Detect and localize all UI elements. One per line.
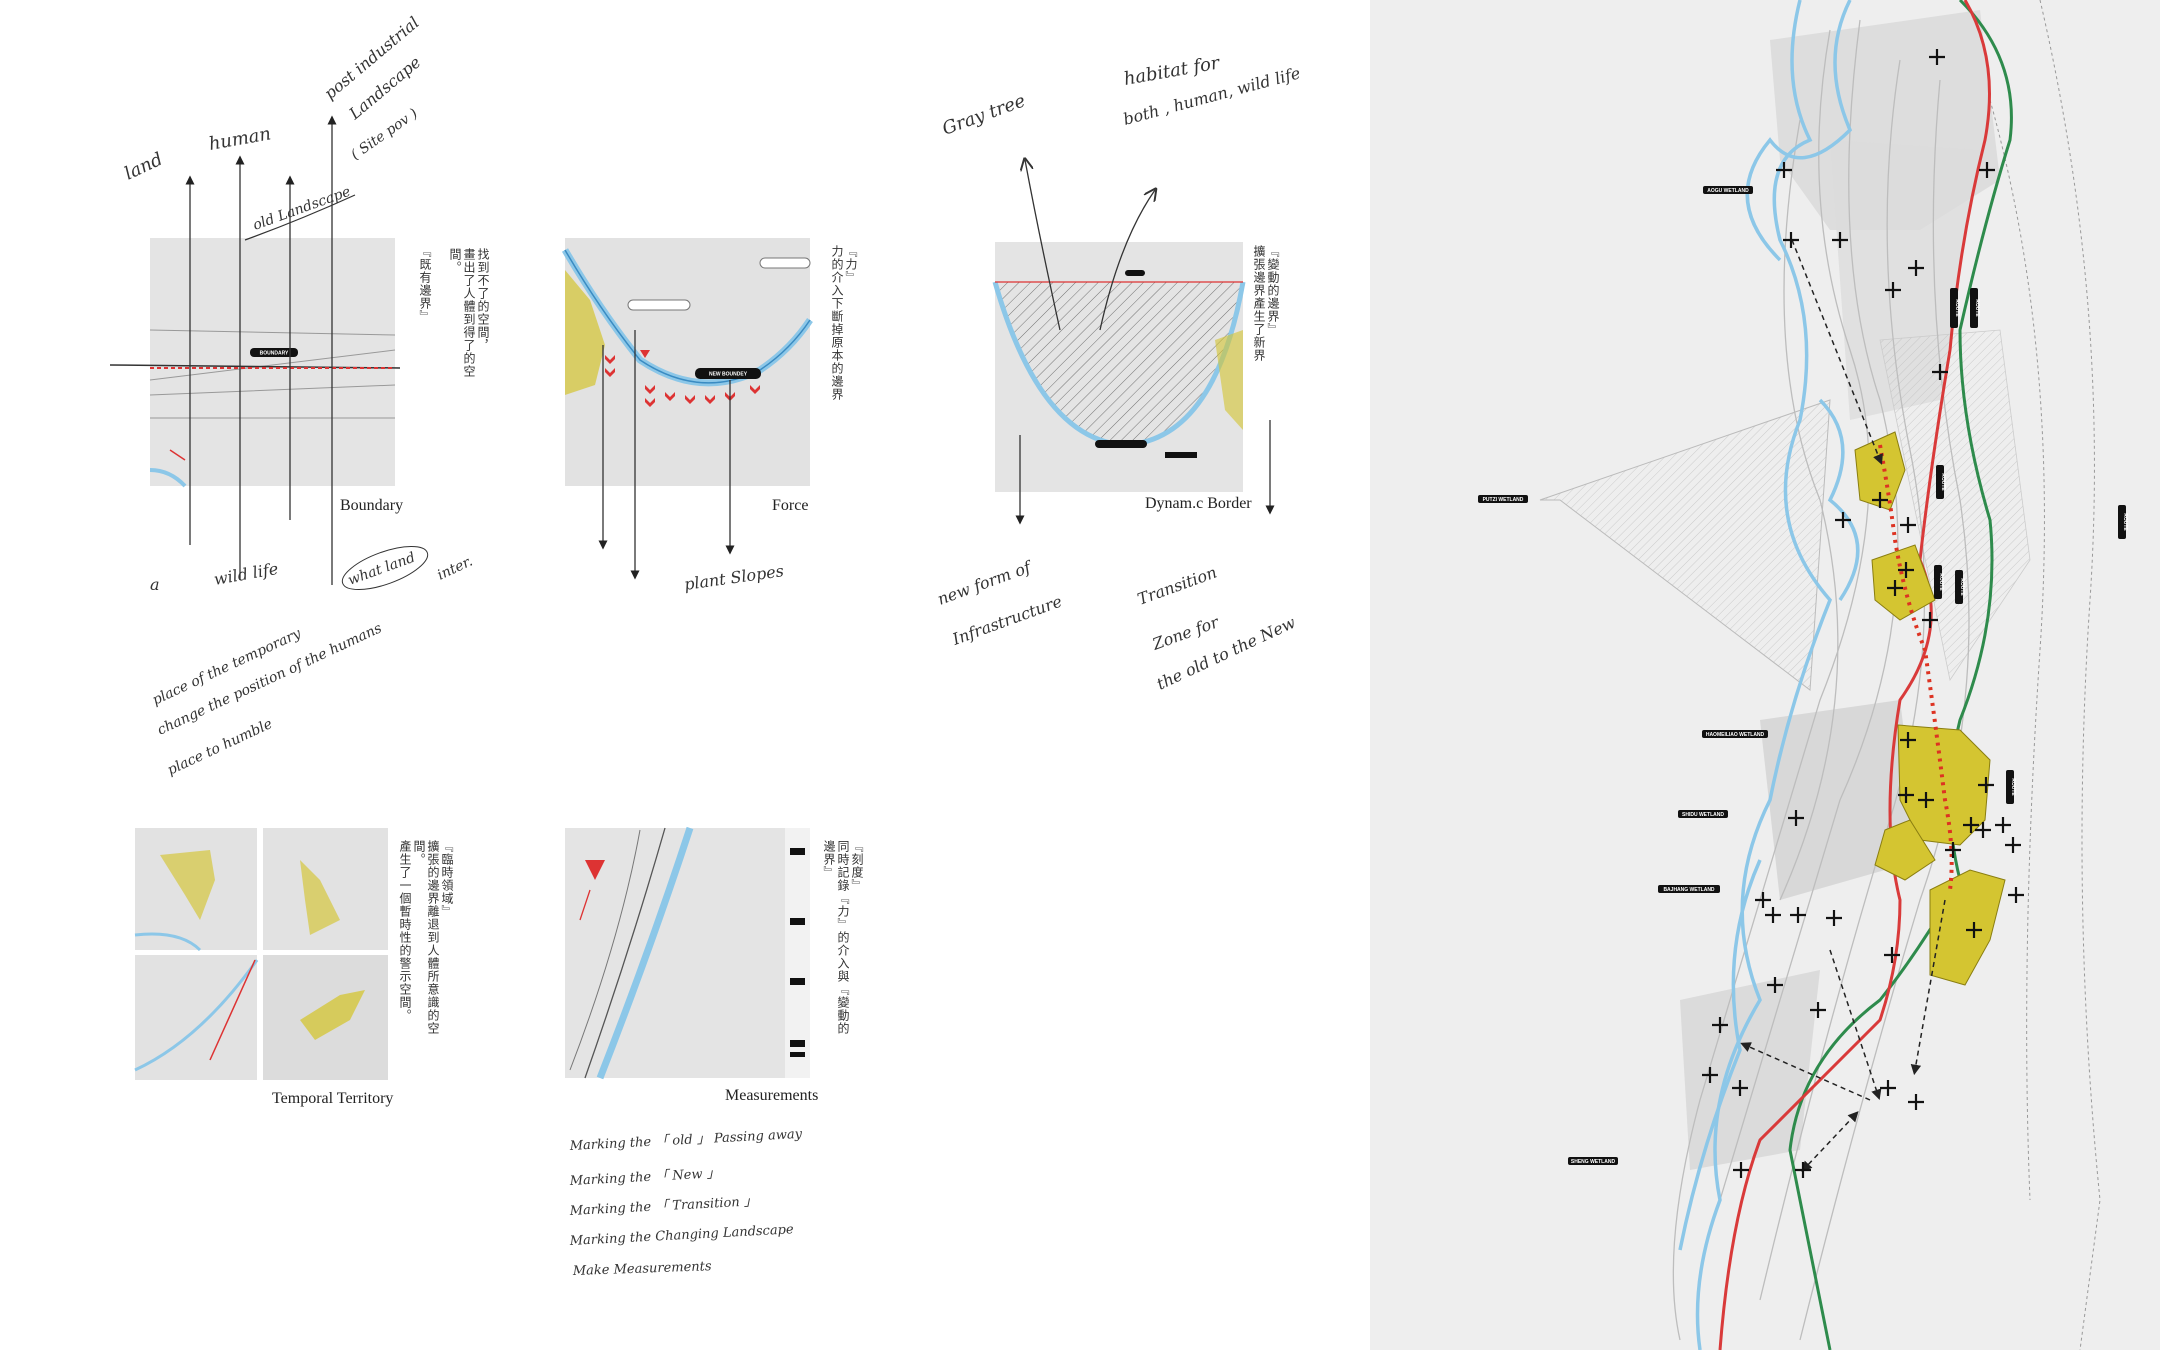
label-putzi: PUTZI WETLAND bbox=[1483, 497, 1524, 503]
panel-boundary: BOUNDARY Boundary land human post indust… bbox=[109, 13, 475, 779]
panel-temporal-territory: Temporal Territory bbox=[134, 828, 393, 1107]
road-tag-1: ROUTE bbox=[1954, 299, 1960, 317]
hand-inter: inter. bbox=[435, 553, 475, 583]
note-dynamic-title: 『變動的邊界』 bbox=[1266, 245, 1280, 336]
label-shidu: SHIDU WETLAND bbox=[1682, 812, 1724, 818]
road-tag-2: ROUTE bbox=[1974, 299, 1980, 317]
hand-new-form: new form of bbox=[935, 556, 1036, 608]
boundary-image bbox=[150, 238, 395, 486]
rail-line bbox=[1718, 0, 1991, 1350]
force-tag bbox=[695, 368, 761, 379]
hand-infrastructure: Infrastructure bbox=[949, 592, 1065, 650]
note-boundary-body: 找到不了的空間， 畫出了人體到得了的空間。 bbox=[448, 248, 490, 398]
road-tags: ROUTE ROUTE ROUTE ROUTE ROUTE ROUTE ROUT… bbox=[1934, 288, 2128, 804]
hand-old-landscape: old Landscape bbox=[251, 184, 353, 234]
force-tag-text: NEW BOUNDEY bbox=[709, 372, 748, 378]
boundary-tag bbox=[250, 348, 298, 357]
hand-human: human bbox=[207, 123, 272, 155]
road-tag-7: ROUTE bbox=[2122, 513, 2128, 531]
road-tag-3: ROUTE bbox=[1940, 473, 1946, 491]
road-tag-5: ROUTE bbox=[1959, 578, 1965, 596]
measure-note-2: Marking the 「 New 」 bbox=[568, 1166, 720, 1189]
marker-crosses bbox=[1702, 49, 2024, 1178]
label-aogu: AOGU WETLAND bbox=[1707, 188, 1749, 194]
boundary-tag-text: BOUNDARY bbox=[260, 351, 289, 357]
hand-zone-for: Zone for bbox=[1149, 612, 1222, 654]
hand-wild-life: wild life bbox=[212, 559, 279, 589]
road-tag-6: ROUTE bbox=[2010, 778, 2016, 796]
hand-gray-tree: Gray tree bbox=[940, 90, 1029, 139]
measure-note-4: Marking the Changing Landscape bbox=[568, 1222, 794, 1249]
note-temporal-title: 『臨時領域』 bbox=[440, 840, 454, 918]
note-temporal: 『臨時領域』 擴張的邊界離退到人體所意識的空間。 產生了一個暫時性的警示空間。 bbox=[398, 840, 454, 1040]
hand-plant-slopes: plant Slopes bbox=[683, 561, 785, 594]
note-force-title: 『力』 bbox=[844, 245, 858, 284]
note-boundary-title: 『既有邊界』 bbox=[418, 245, 432, 323]
label-haomeiliao: HAOMEILIAO WETLAND bbox=[1706, 732, 1765, 738]
note-temporal-line2: 產生了一個暫時性的警示空間。 bbox=[398, 840, 412, 1022]
measure-note-5: Make Measurements bbox=[572, 1259, 713, 1279]
label-bajhang: BAJHANG WETLAND bbox=[1663, 887, 1714, 893]
wetland-labels: AOGU WETLAND PUTZI WETLAND HAOMEILIAO WE… bbox=[1478, 186, 1768, 1165]
caption-boundary: Boundary bbox=[340, 497, 403, 514]
note-temporal-line1: 擴張的邊界離退到人體所意識的空間。 bbox=[412, 840, 440, 1035]
site-map: AOGU WETLAND PUTZI WETLAND HAOMEILIAO WE… bbox=[1370, 0, 2160, 1350]
panel-dynamic-border: Dynam.c Border Gray tree habitat for bot… bbox=[935, 52, 1302, 693]
label-sheng: SHENG WETLAND bbox=[1571, 1159, 1616, 1165]
road-tag-4: ROUTE bbox=[1938, 573, 1944, 591]
measure-note-3: Marking the 「 Transition 」 bbox=[568, 1194, 757, 1219]
hand-old-to-new: the old to the New bbox=[1154, 612, 1299, 693]
caption-force: Force bbox=[772, 497, 808, 514]
caption-dynamic: Dynam.c Border bbox=[1145, 495, 1252, 512]
hand-a: a bbox=[150, 575, 160, 594]
note-force-line1: 力的介入下斷掉原本的邊界 bbox=[830, 245, 844, 401]
note-boundary-line2: 畫出了人體到得了的空間。 bbox=[448, 248, 476, 378]
note-boundary: 『既有邊界』 bbox=[418, 245, 432, 395]
panel-measurements: Measurements Marking the 「 old 」 Passing… bbox=[565, 826, 818, 1279]
note-dynamic-line1: 擴張邊界產生了新界 bbox=[1252, 245, 1266, 362]
note-boundary-line1: 找到不了的空間， bbox=[476, 248, 490, 352]
note-measurements-title: 『刻度』 bbox=[850, 840, 864, 892]
note-measurements-line1: 同時記錄『力』的介入與『變動的邊界』 bbox=[822, 840, 850, 1035]
measure-note-1: Marking the 「 old 」 Passing away bbox=[568, 1127, 803, 1154]
hand-what-land: what land bbox=[346, 550, 417, 589]
caption-measurements: Measurements bbox=[725, 1087, 818, 1104]
hand-land: land bbox=[121, 149, 166, 185]
note-measurements: 『刻度』 同時記錄『力』的介入與『變動的邊界』 bbox=[822, 840, 864, 1040]
note-force: 『力』 力的介入下斷掉原本的邊界 bbox=[830, 245, 858, 405]
road-line bbox=[1788, 0, 2013, 1350]
panel-force: NEW BOUNDEY Force plant Slopes bbox=[561, 238, 813, 594]
note-dynamic: 『變動的邊界』 擴張邊界產生了新界 bbox=[1252, 245, 1280, 395]
caption-temporal: Temporal Territory bbox=[272, 1090, 393, 1107]
hand-habitat: habitat for bbox=[1122, 52, 1222, 90]
hand-transition: Transition bbox=[1135, 563, 1219, 609]
